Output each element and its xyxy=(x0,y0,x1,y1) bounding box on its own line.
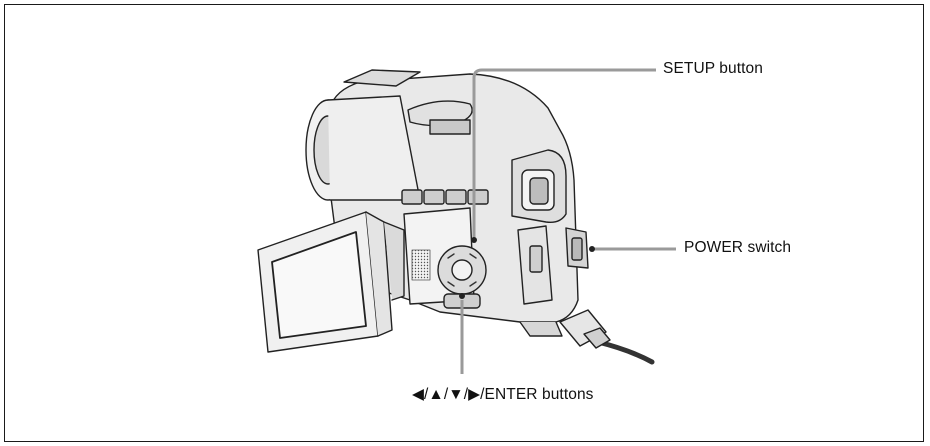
setup-pointer-icon xyxy=(471,237,477,243)
power-switch-label: POWER switch xyxy=(684,239,792,256)
enter-buttons-label: ◀/▲/▼/▶/ENTER buttons xyxy=(412,386,594,403)
enter-pointer-icon xyxy=(459,293,465,299)
setup-button-label: SETUP button xyxy=(663,60,763,77)
figure-frame xyxy=(4,4,924,442)
power-cable-icon xyxy=(595,339,655,365)
power-pointer-icon xyxy=(589,246,595,252)
setup-leader-line xyxy=(472,68,656,238)
